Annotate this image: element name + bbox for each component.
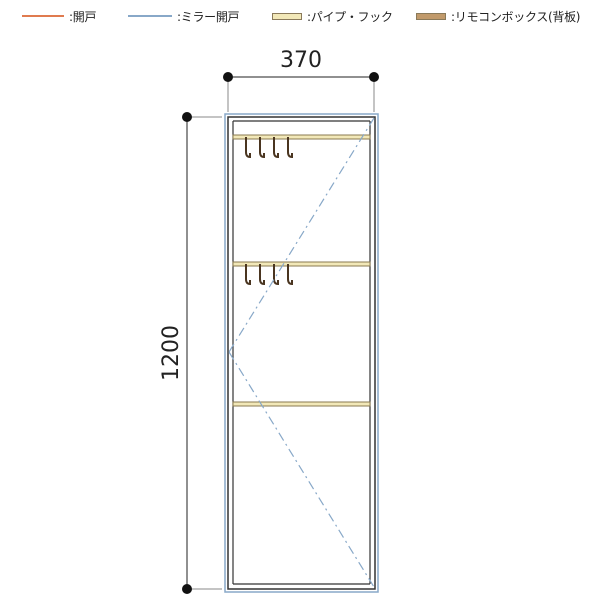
legend: :開戸 :ミラー開戸 :パイプ・フック :リモコンボックス(背板) bbox=[0, 6, 600, 26]
hook-icon bbox=[287, 137, 293, 159]
hooks-row-middle bbox=[245, 264, 293, 286]
mirror-door-opening-lines bbox=[228, 117, 375, 588]
cabinet-body bbox=[227, 116, 376, 590]
height-dimension-label: 1200 bbox=[159, 325, 184, 381]
legend-item-remote-box: :リモコンボックス(背板) bbox=[416, 6, 580, 26]
legend-label-pipe-hook: :パイプ・フック bbox=[307, 9, 393, 24]
pipe-middle bbox=[232, 261, 371, 267]
legend-item-mirror-door: :ミラー開戸 bbox=[128, 6, 240, 26]
hook-icon bbox=[273, 137, 279, 159]
door-line-icon bbox=[22, 15, 64, 17]
hook-icon bbox=[273, 264, 279, 286]
height-dimension-start-dot bbox=[182, 112, 192, 122]
door-swing-line-lower bbox=[228, 351, 375, 588]
width-dimension-label: 370 bbox=[280, 48, 322, 73]
legend-item-pipe-hook: :パイプ・フック bbox=[272, 6, 393, 26]
legend-label-door: :開戸 bbox=[69, 9, 97, 24]
hook-icon bbox=[245, 137, 251, 159]
mirror-door-line-icon bbox=[128, 15, 172, 17]
width-dimension: 370 bbox=[223, 48, 379, 112]
hook-icon bbox=[245, 264, 251, 286]
height-dimension-end-dot bbox=[182, 584, 192, 594]
legend-item-door: :開戸 bbox=[22, 6, 96, 26]
hook-icon bbox=[259, 137, 265, 159]
legend-label-remote-box: :リモコンボックス(背板) bbox=[451, 9, 581, 24]
pipes bbox=[232, 134, 371, 407]
pipe-bottom bbox=[232, 401, 371, 407]
hook-icon bbox=[259, 264, 265, 286]
height-dimension: 1200 bbox=[159, 112, 222, 594]
cabinet-outer-frame bbox=[227, 116, 376, 590]
width-dimension-end-dot bbox=[369, 72, 379, 82]
mirror-door-outline bbox=[224, 113, 379, 593]
pipe-hook-swatch-icon bbox=[272, 12, 302, 20]
legend-label-mirror-door: :ミラー開戸 bbox=[177, 9, 240, 24]
width-dimension-start-dot bbox=[223, 72, 233, 82]
remote-box-swatch-icon bbox=[416, 12, 446, 20]
pipe-top bbox=[232, 134, 371, 140]
hooks-row-top bbox=[245, 137, 293, 159]
hook-icon bbox=[287, 264, 293, 286]
door-swing-line-upper bbox=[228, 117, 375, 353]
